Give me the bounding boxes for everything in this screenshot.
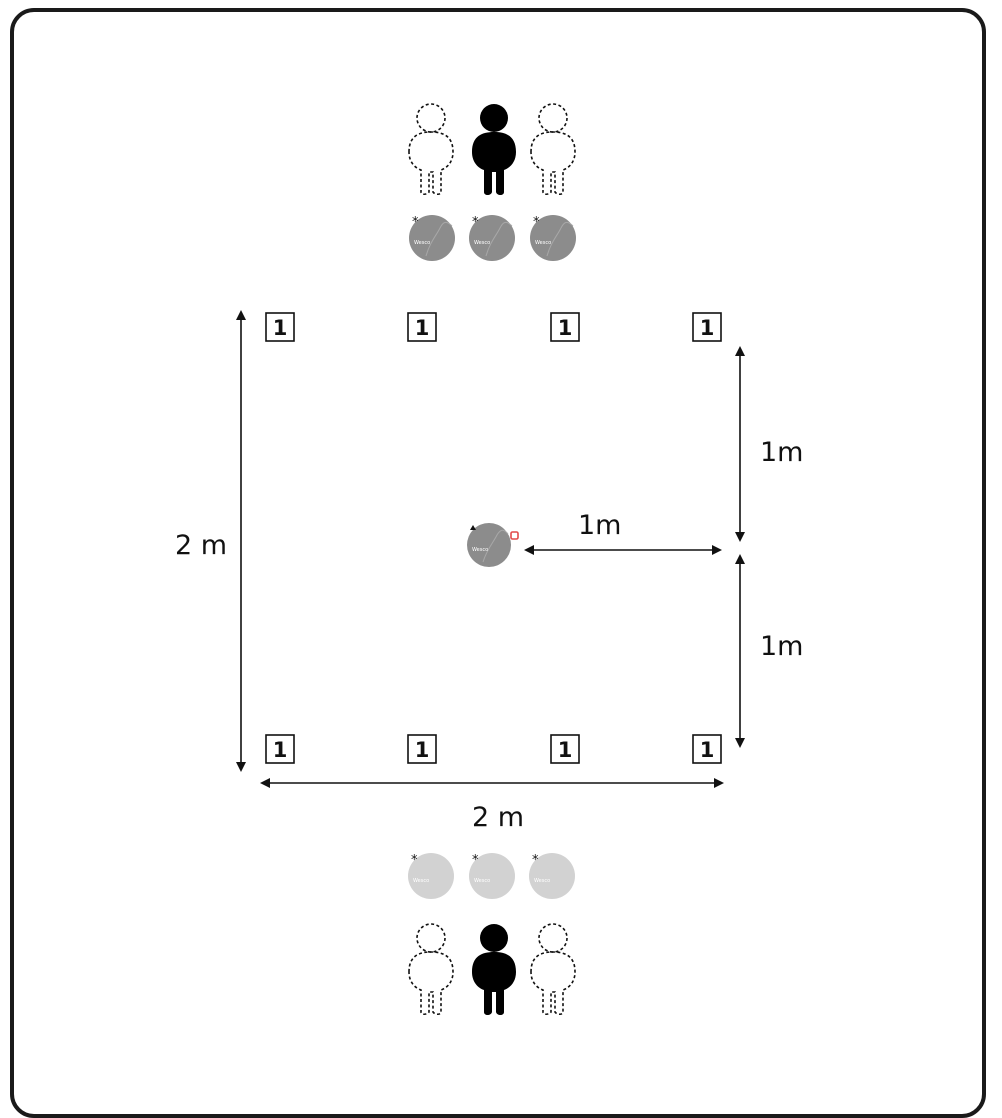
- cone-row-top: 1 1 1 1: [265, 312, 722, 342]
- ball-icon: * Wesco: [469, 853, 515, 899]
- cone-marker-icon: 1: [692, 312, 722, 342]
- ball-icon: * Wesco: [409, 215, 455, 261]
- player-ghost-icon: [530, 923, 576, 1016]
- cone-marker-icon: 1: [550, 734, 580, 764]
- dim-right-top-label: 1m: [760, 437, 803, 468]
- dim-left-label: 2 m: [175, 530, 227, 561]
- ball-mark: *: [412, 215, 419, 230]
- ball-mark: *: [411, 853, 418, 868]
- dim-center-label: 1m: [578, 510, 621, 541]
- ball-mark: *: [533, 215, 540, 230]
- ball-brand: Wesco: [474, 878, 490, 884]
- player-ghost-icon: [408, 103, 454, 196]
- cone-marker-icon: 1: [265, 734, 295, 764]
- ball-brand: Wesco: [414, 240, 430, 246]
- top-players: [408, 103, 576, 196]
- player-ghost-icon: [530, 103, 576, 196]
- ball-brand: Wesco: [535, 240, 551, 246]
- player-ghost-icon: [408, 923, 454, 1016]
- bottom-players: [408, 923, 576, 1016]
- player-active-icon: [472, 104, 516, 195]
- cone-label: 1: [273, 316, 288, 340]
- cone-label: 1: [558, 316, 573, 340]
- dim-bottom-label: 2 m: [472, 802, 524, 833]
- bottom-balls: * Wesco * Wesco * Wesco: [408, 853, 575, 899]
- ball-icon: * Wesco: [408, 853, 454, 899]
- cone-marker-icon: 1: [692, 734, 722, 764]
- ball-icon: * Wesco: [530, 215, 576, 261]
- dim-right-bottom-label: 1m: [760, 631, 803, 662]
- cone-row-bottom: 1 1 1 1: [265, 734, 722, 764]
- dimension-arrows: [236, 310, 745, 788]
- cone-label: 1: [273, 738, 288, 762]
- cone-label: 1: [700, 316, 715, 340]
- cone-label: 1: [558, 738, 573, 762]
- ball-mark: *: [532, 853, 539, 868]
- ball-mark: *: [472, 215, 479, 230]
- ball-brand: Wesco: [413, 878, 429, 884]
- cone-marker-icon: 1: [265, 312, 295, 342]
- ball-icon: * Wesco: [529, 853, 575, 899]
- player-active-icon: [472, 924, 516, 1015]
- cone-marker-icon: 1: [407, 312, 437, 342]
- ball-brand: Wesco: [474, 240, 490, 246]
- top-balls: * Wesco * Wesco * Wesco: [409, 215, 576, 261]
- ball-mark: *: [472, 853, 479, 868]
- cone-marker-icon: 1: [550, 312, 580, 342]
- cone-label: 1: [700, 738, 715, 762]
- ball-brand: Wesco: [534, 878, 550, 884]
- cone-label: 1: [415, 316, 430, 340]
- ball-brand: Wesco: [472, 547, 488, 553]
- ball-icon: * Wesco: [469, 215, 515, 261]
- cone-label: 1: [415, 738, 430, 762]
- cone-marker-icon: 1: [407, 734, 437, 764]
- center-ball-icon: Wesco: [467, 523, 519, 567]
